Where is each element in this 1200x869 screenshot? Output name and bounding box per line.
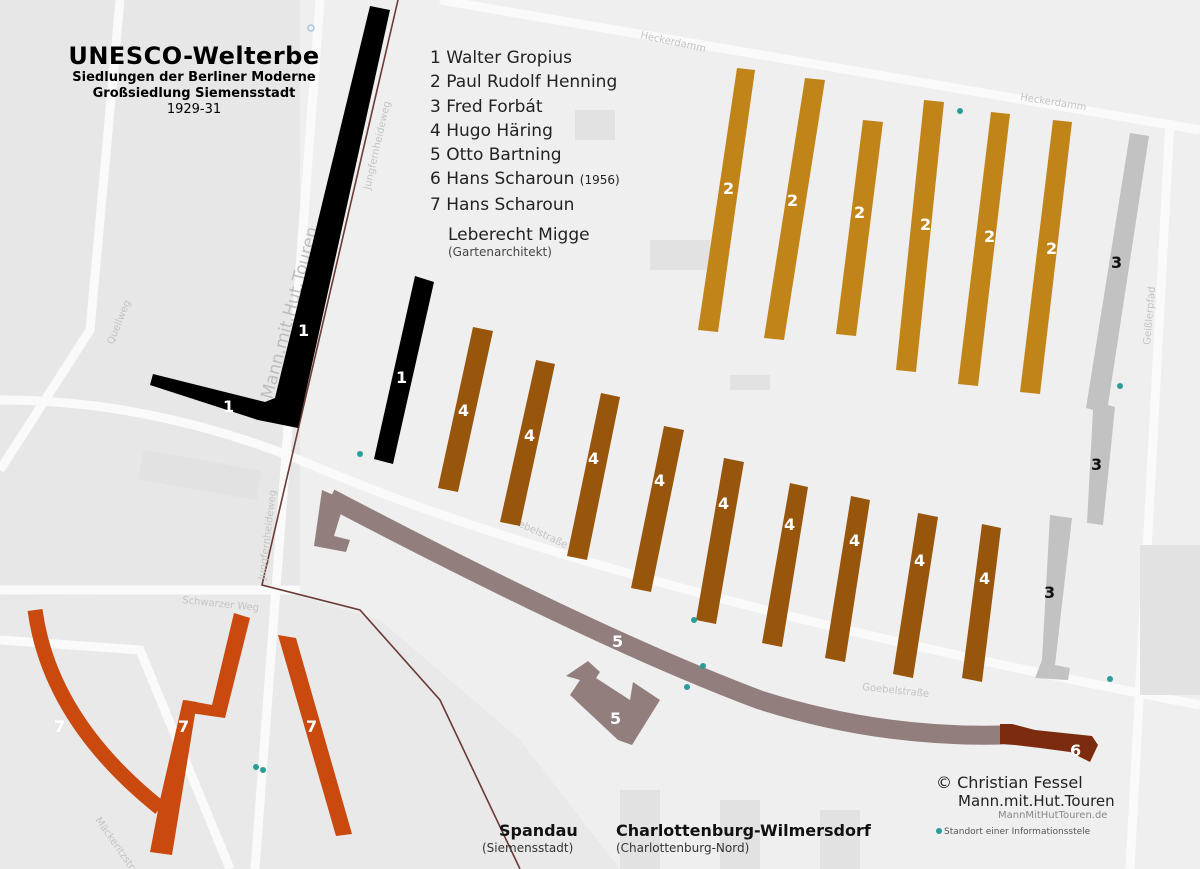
- building-label: 5: [610, 709, 621, 728]
- credits: © Christian Fessel Mann.mit.Hut.Touren M…: [936, 773, 1115, 837]
- legend-item: 6 Hans Scharoun (1956): [430, 169, 620, 190]
- buildings-gropius: [150, 6, 434, 464]
- background-buildings: [138, 110, 1200, 869]
- info-point-key: Standort einer Informationsstele: [936, 827, 1115, 837]
- building-label: 4: [458, 401, 469, 420]
- building-label: 3: [1111, 253, 1122, 272]
- building-label: 6: [1070, 741, 1081, 760]
- building-label: 4: [718, 494, 729, 513]
- building-label: 4: [524, 426, 535, 445]
- info-point-icon[interactable]: [700, 663, 706, 669]
- legend-item: 4 Hugo Häring: [430, 120, 553, 141]
- building-label: 4: [588, 449, 599, 468]
- building-label: 2: [984, 227, 995, 246]
- street-label: Heckerdamm: [639, 30, 706, 55]
- architect-legend: 1 Walter Gropius 2 Paul Rudolf Henning 3…: [430, 46, 620, 217]
- building-label: 4: [849, 531, 860, 550]
- building-label: 1: [298, 321, 309, 340]
- info-point-icon[interactable]: [357, 451, 363, 457]
- buildings-scharoun: [27, 608, 352, 855]
- legend-item: 2 Paul Rudolf Henning: [430, 72, 618, 93]
- migge-name: Leberecht Migge: [448, 225, 590, 245]
- building-label: 2: [854, 203, 865, 222]
- building-label: 2: [723, 179, 734, 198]
- info-point-icon[interactable]: [691, 617, 697, 623]
- map-title: UNESCO-Welterbe: [68, 42, 320, 70]
- building-label: 4: [914, 551, 925, 570]
- landscape-architect: Leberecht Migge (Gartenarchitekt): [448, 225, 590, 259]
- info-point-icon[interactable]: [1117, 383, 1123, 389]
- district-spandau: Spandau: [499, 821, 578, 840]
- street-label: Goebelstraße: [862, 682, 930, 700]
- legend-item: 7 Hans Scharoun: [430, 194, 575, 215]
- poi-icon: [307, 24, 315, 32]
- district-charlottenburg-sub: (Charlottenburg-Nord): [616, 841, 750, 855]
- building-label: 2: [1046, 239, 1057, 258]
- building-label: 4: [979, 569, 990, 588]
- district-spandau-sub: (Siemensstadt): [482, 841, 574, 855]
- info-point-icon[interactable]: [1107, 676, 1113, 682]
- building-label: 2: [920, 215, 931, 234]
- building-label: 1: [223, 397, 234, 416]
- building-label: 4: [654, 471, 665, 490]
- info-point-icon[interactable]: [957, 108, 963, 114]
- district-border: [261, 0, 521, 869]
- buildings-forbat: [1035, 133, 1149, 680]
- building-label: 3: [1044, 583, 1055, 602]
- buildings-bartning: [314, 489, 1003, 745]
- building-label: 7: [306, 717, 317, 736]
- street-label: Heckerdamm: [1020, 92, 1088, 113]
- street-label: Geißlerpfad: [1142, 286, 1158, 345]
- buildings-haering: [438, 327, 1001, 682]
- legend-item: 3 Fred Forbát: [430, 96, 543, 117]
- info-point-icon[interactable]: [260, 767, 266, 773]
- map-subtitle: Großsiedlung Siemensstadt: [92, 86, 296, 101]
- building-label: 2: [787, 191, 798, 210]
- map-years: 1929-31: [166, 102, 222, 117]
- building-label: 7: [54, 717, 65, 736]
- legend-item: 5 Otto Bartning: [430, 145, 562, 166]
- info-points: [253, 108, 1123, 773]
- title-block: UNESCO-Welterbe Siedlungen der Berliner …: [40, 42, 348, 118]
- brand-url: MannMitHutTouren.de: [998, 810, 1108, 821]
- info-point-icon: [936, 828, 942, 834]
- legend-item: 1 Walter Gropius: [430, 48, 572, 68]
- building-scharoun-1956: [1000, 724, 1098, 762]
- buildings-henning: [698, 68, 1072, 394]
- building-label: 5: [612, 632, 623, 651]
- map-subtitle: Siedlungen der Berliner Moderne: [72, 70, 316, 85]
- brand-logo: Mann.mit.Hut.Touren: [958, 792, 1115, 810]
- copyright: © Christian Fessel: [936, 773, 1083, 792]
- building-label: 3: [1091, 455, 1102, 474]
- info-point-icon[interactable]: [253, 764, 259, 770]
- migge-role: (Gartenarchitekt): [448, 245, 552, 259]
- building-label: 1: [396, 368, 407, 387]
- building-label: 7: [178, 717, 189, 736]
- district-charlottenburg: Charlottenburg-Wilmersdorf: [616, 821, 871, 840]
- info-point-icon[interactable]: [684, 684, 690, 690]
- building-label: 4: [784, 515, 795, 534]
